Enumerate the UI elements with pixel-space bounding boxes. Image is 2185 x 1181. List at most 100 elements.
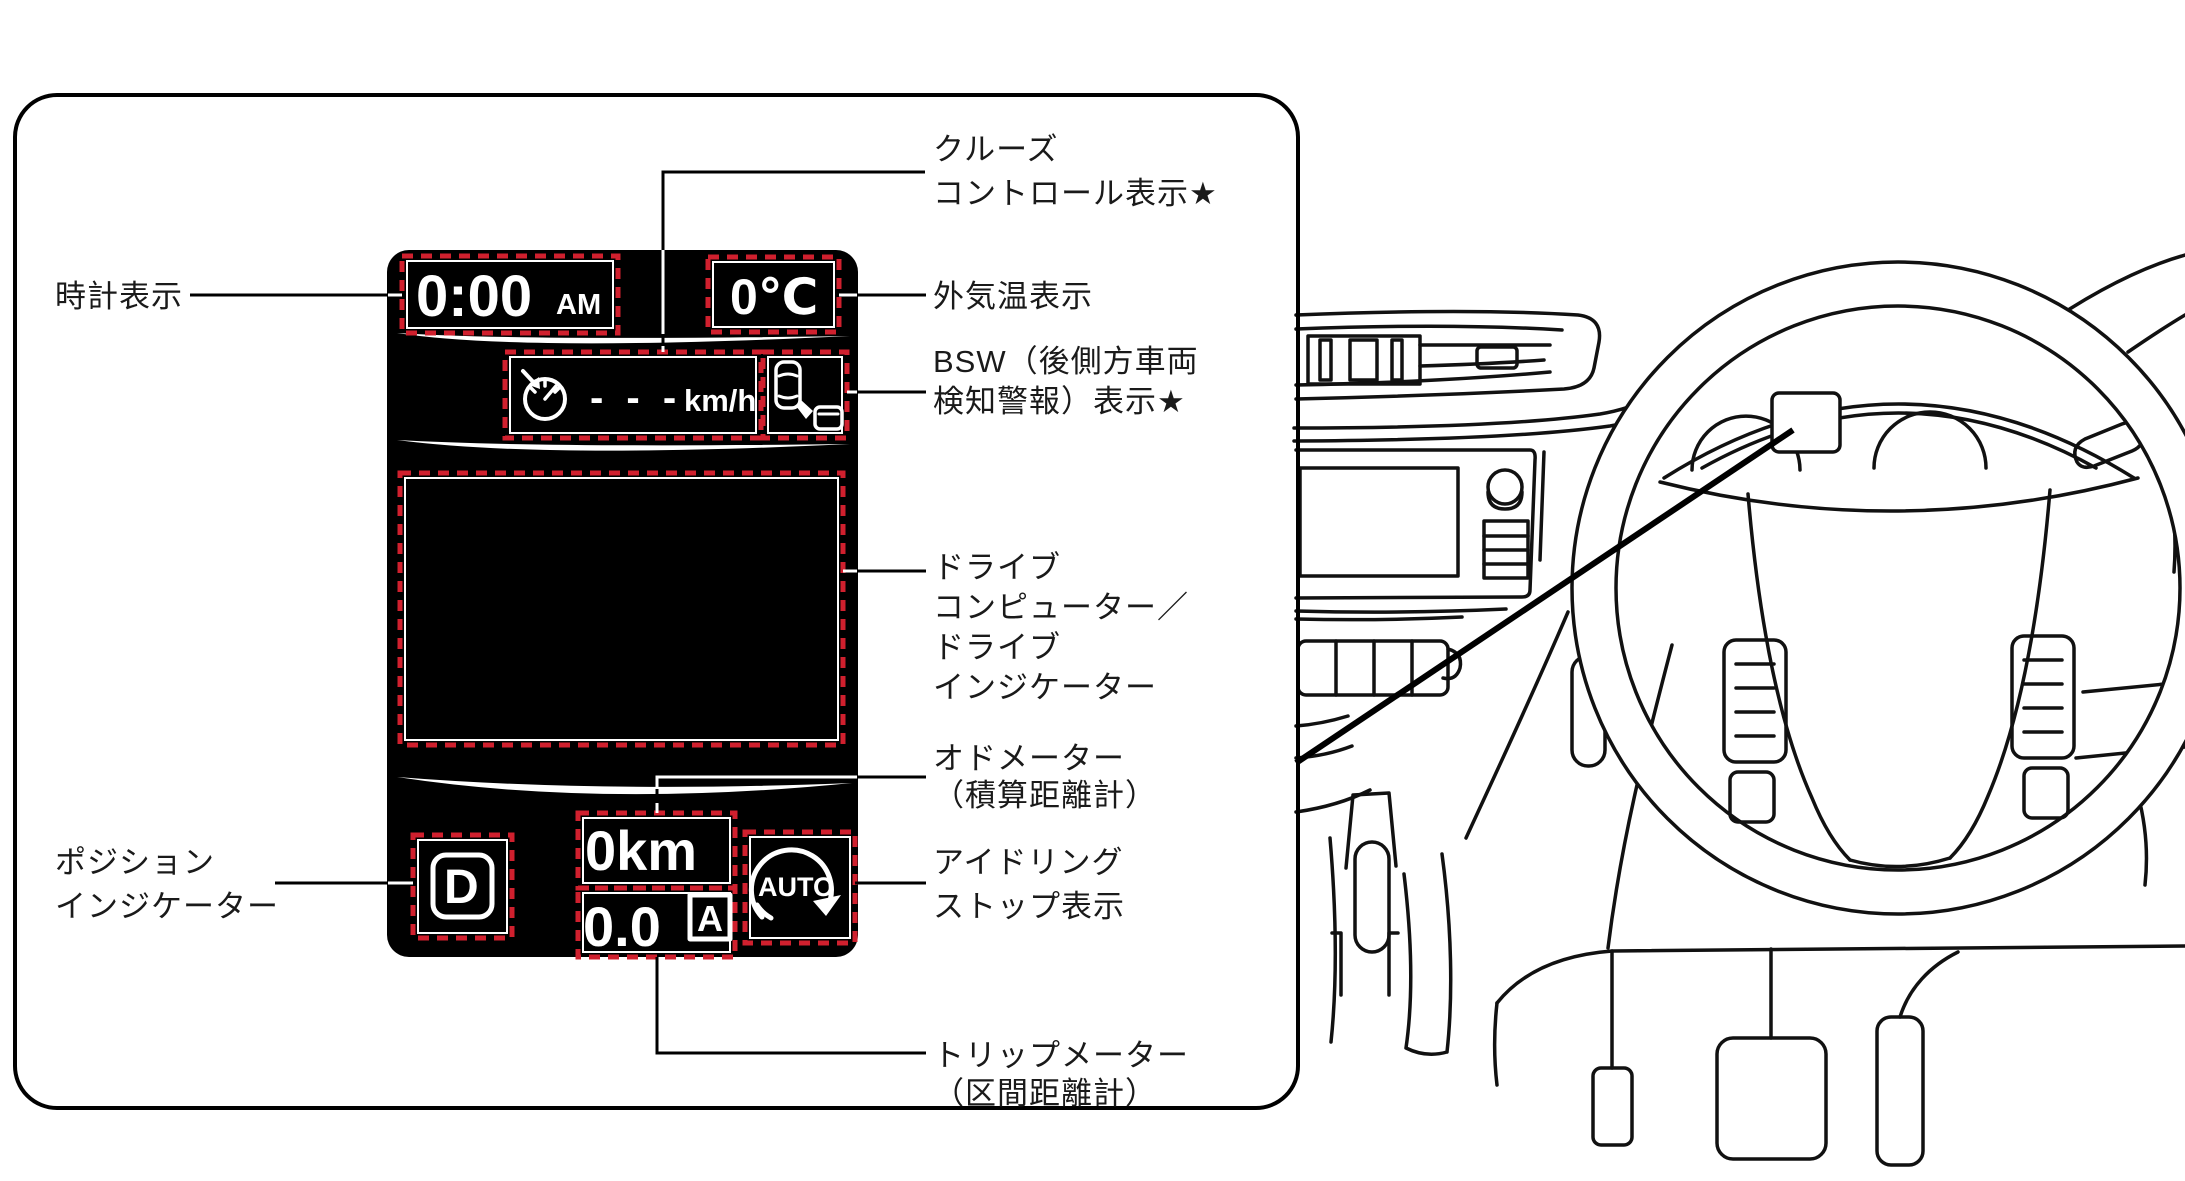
label-drive-1: ドライブ xyxy=(933,550,1061,585)
label-idling-1: アイドリング xyxy=(933,845,1123,880)
trip-inner-frame xyxy=(582,892,731,953)
temp-highlight-box xyxy=(705,254,842,335)
bsw-highlight-box xyxy=(760,349,850,441)
clock-value: 0:00 xyxy=(416,264,532,329)
speedometer-icon xyxy=(523,377,567,421)
climate-tab xyxy=(1441,647,1463,681)
center-stack-side xyxy=(1538,450,1546,562)
trip-value: 0.0 xyxy=(583,895,661,958)
position-inner-frame xyxy=(417,839,508,934)
label-clock: 時計表示 xyxy=(55,279,183,314)
thumb-buttons-left xyxy=(1734,662,1776,738)
auto-highlight-box xyxy=(742,829,858,946)
bsw-indicator xyxy=(774,360,844,431)
label-odometer-2: （積算距離計） xyxy=(933,778,1157,813)
callout-cruise xyxy=(661,170,925,250)
separator-swoosh-bottom xyxy=(397,777,852,795)
pointer-line xyxy=(1294,427,1795,766)
windshield-arc-2 xyxy=(2126,313,2185,354)
wheel-interior xyxy=(1658,391,2140,869)
spoke-button-right xyxy=(2022,766,2070,820)
dashboard-line-art xyxy=(1292,253,2185,1167)
position-indicator: D xyxy=(430,852,495,920)
bsw-inner-frame xyxy=(767,356,843,434)
console-lines xyxy=(1294,714,1354,760)
position-highlight-box xyxy=(410,832,515,941)
vent-slat xyxy=(1390,338,1404,382)
auto-arrow-circle xyxy=(748,847,834,920)
brake-pedal xyxy=(1715,1036,1828,1161)
steering-rim-inner xyxy=(1614,304,2182,872)
shifter-knob xyxy=(1353,840,1391,954)
cruise-speed-unit: km/h xyxy=(684,383,756,418)
odo-inner-frame xyxy=(582,817,731,884)
auto-arrowhead xyxy=(813,895,841,916)
accelerator-pedal xyxy=(1875,1015,1925,1167)
accelerator-arm xyxy=(1898,950,1960,1019)
vent-grid xyxy=(1306,334,1422,386)
label-bsw-1: BSW（後側方車両 xyxy=(933,344,1199,379)
underside-edge xyxy=(1493,1001,1499,1087)
label-trip-2: （区間距離計） xyxy=(933,1076,1157,1111)
thumb-controls-right xyxy=(2010,634,2076,760)
auto-inner-frame xyxy=(749,836,851,939)
callout-lines xyxy=(190,170,926,1055)
label-trip-1: トリップメーター xyxy=(933,1038,1189,1073)
stack-lower-lines xyxy=(1294,607,1508,622)
auto-label: AUTO xyxy=(758,872,834,902)
hub-right-edge xyxy=(1948,488,2052,860)
clock-ampm: AM xyxy=(556,289,601,321)
stack-knob-base xyxy=(1486,490,1524,511)
label-position-2: インジケーター xyxy=(55,889,279,924)
temp-inner-frame xyxy=(712,261,835,328)
callout-trip xyxy=(655,957,926,1055)
hub-left-edge xyxy=(1746,492,1852,862)
console-armrest xyxy=(1402,852,1453,1056)
speedometer-icon-needle xyxy=(529,379,561,401)
cluster-hood-outer xyxy=(1662,402,2136,480)
dash-underside xyxy=(1495,944,2185,1005)
bsw-car-windows xyxy=(777,372,799,400)
outside-temp-value: 0℃ xyxy=(730,269,818,325)
stack-knob xyxy=(1486,468,1524,506)
label-drive-3: ドライブ xyxy=(933,630,1061,665)
cluster-info-screen xyxy=(1770,391,1842,454)
vent-slot-lines xyxy=(1418,343,1552,368)
idling-stop-indicator: AUTO xyxy=(748,847,841,921)
kick-panel-line xyxy=(1328,836,1338,1044)
thumb-buttons-right xyxy=(2022,658,2064,734)
label-cruise-2: コントロール表示★ xyxy=(933,176,1218,211)
cruise-control-indicator: - - - km/h xyxy=(521,369,756,421)
vent-notch xyxy=(1475,345,1519,370)
bsw-car-icon xyxy=(774,360,802,410)
spoke-button-left xyxy=(1728,770,1776,824)
label-idling-2: ストップ表示 xyxy=(933,889,1125,924)
label-drive-4: インジケーター xyxy=(933,670,1157,705)
nav-screen xyxy=(1298,466,1460,578)
vent-outline xyxy=(1294,309,1602,401)
odometer-value: 0km xyxy=(585,819,697,882)
trip-mode-value: A xyxy=(697,898,723,939)
clock-inner-frame xyxy=(406,260,614,329)
thumb-controls-left xyxy=(1722,638,1788,764)
shifter-boot xyxy=(1344,791,1398,870)
cluster-hood-inner xyxy=(1700,411,2098,470)
gear-position-value: D xyxy=(444,861,479,914)
bsw-beam-icon xyxy=(796,400,813,419)
cluster-brow xyxy=(1658,476,2140,513)
cruise-inner-frame xyxy=(509,356,757,434)
label-position-1: ポジション xyxy=(55,845,215,880)
speedometer-icon-arrowhead xyxy=(529,377,540,389)
shifter-base xyxy=(1330,931,1400,997)
gear-box-icon xyxy=(430,852,495,920)
stack-button-rows xyxy=(1482,534,1530,566)
center-stack-outline xyxy=(1294,448,1537,600)
climate-buttons xyxy=(1334,639,1414,697)
footrest-pedal xyxy=(1591,1066,1634,1147)
separator-swoosh-middle xyxy=(397,440,850,451)
steering-column xyxy=(1464,610,1674,950)
label-outside-temp: 外気温表示 xyxy=(933,279,1093,314)
hub-bottom xyxy=(1848,856,1952,869)
